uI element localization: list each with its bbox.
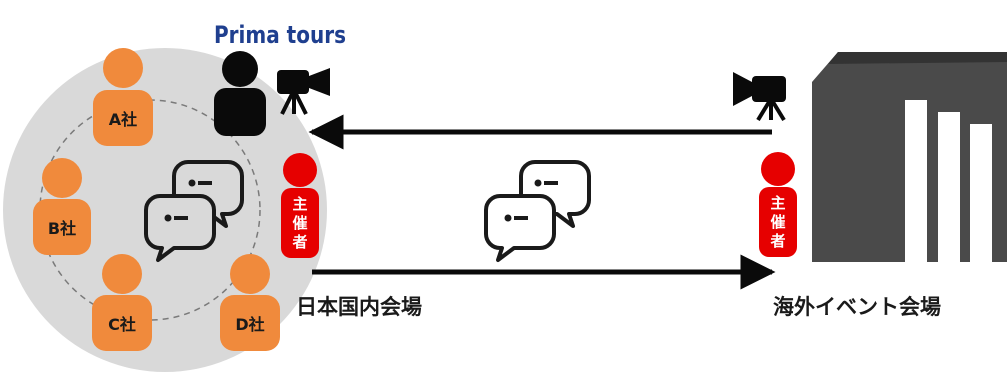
- overseas-organizer-char-2: 催: [770, 213, 785, 231]
- chat-bubbles-icon: [144, 160, 244, 262]
- company-d-person: D社: [220, 254, 280, 351]
- overseas-organizer-char-1: 主: [770, 194, 785, 212]
- company-d-label: D社: [235, 315, 264, 334]
- person-head: [230, 254, 270, 294]
- company-a-label: A社: [109, 110, 137, 129]
- person-head: [283, 153, 317, 187]
- overseas-organizer-char-3: 者: [770, 232, 785, 250]
- overseas-venue-label: 海外イベント会場: [773, 295, 941, 319]
- camera-icon: [733, 72, 786, 122]
- camera-operator-person-icon: [214, 51, 266, 136]
- camera-icon: [277, 68, 330, 115]
- domestic-venue-label: 日本国内会場: [296, 295, 422, 319]
- company-c-person: C社: [92, 254, 152, 351]
- chat-bubbles-icon: [484, 160, 591, 262]
- domestic-organizer-person: 主 催 者: [281, 153, 319, 258]
- brand-logo: Prima tours: [214, 21, 346, 49]
- person-head: [102, 254, 142, 294]
- person-body: [33, 199, 91, 255]
- domestic-organizer-char-1: 主: [292, 195, 307, 213]
- person-head: [103, 48, 143, 88]
- company-a-person: A社: [93, 48, 153, 146]
- person-body: [281, 188, 319, 258]
- person-body: [92, 295, 152, 351]
- person-body: [759, 187, 797, 257]
- person-head: [42, 158, 82, 198]
- company-c-label: C社: [108, 315, 136, 334]
- company-b-person: B社: [33, 158, 91, 255]
- company-b-label: B社: [48, 219, 76, 238]
- person-body: [220, 295, 280, 351]
- building-icon: [812, 52, 1007, 262]
- overseas-organizer-person: 主 催 者: [759, 152, 797, 257]
- person-head: [222, 51, 258, 87]
- person-body: [214, 88, 266, 136]
- person-body: [93, 90, 153, 146]
- person-head: [761, 152, 795, 186]
- domestic-organizer-char-3: 者: [292, 233, 307, 251]
- domestic-organizer-char-2: 催: [292, 214, 307, 232]
